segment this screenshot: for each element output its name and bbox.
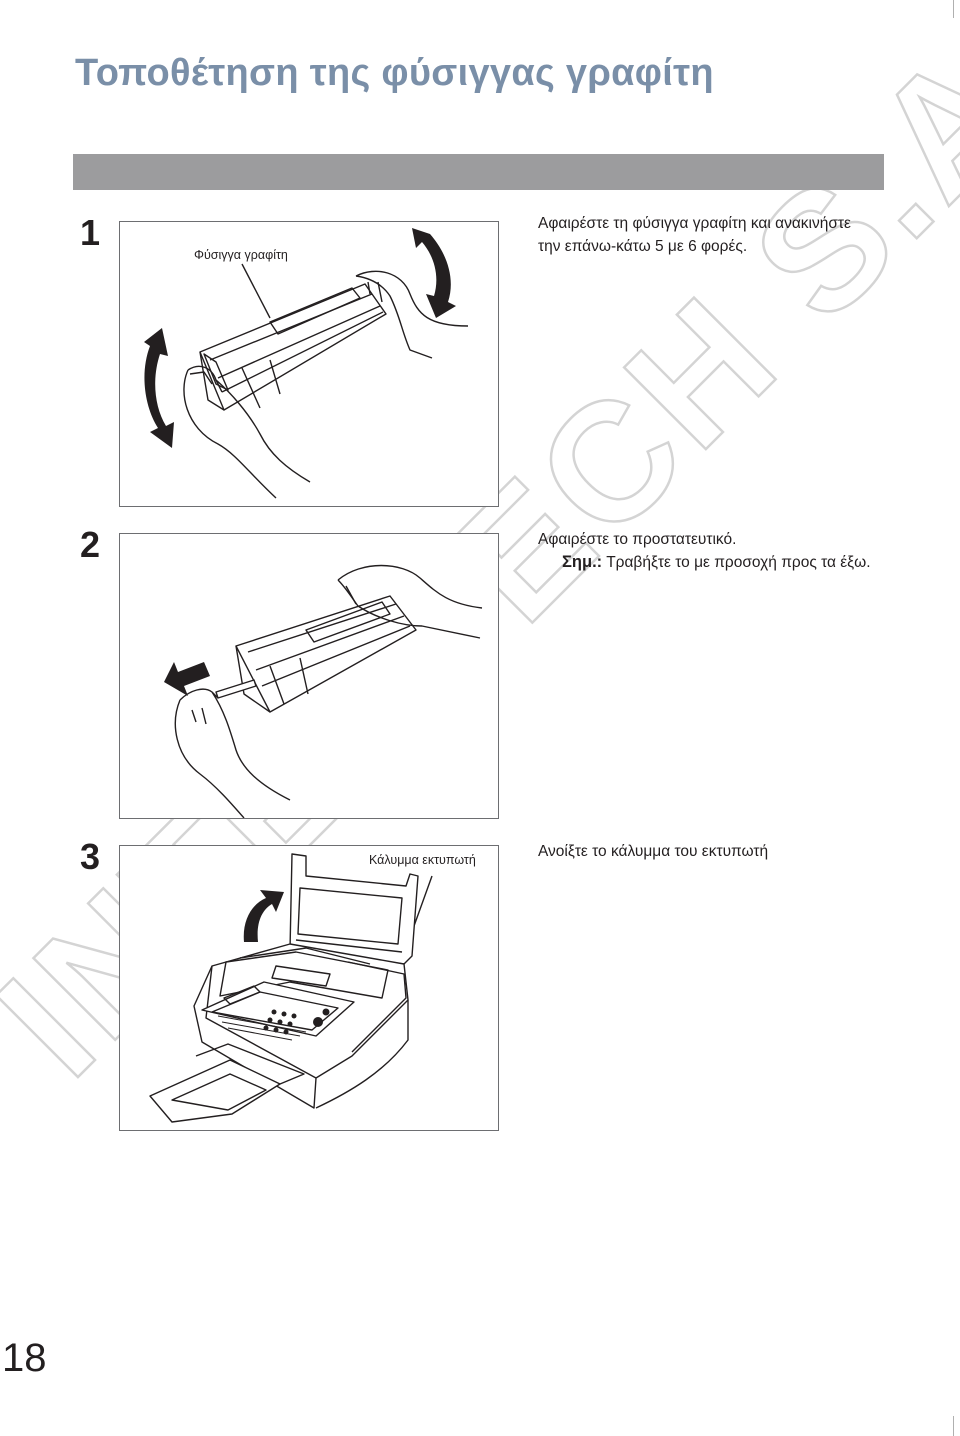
step-1-figure-label: Φύσιγγα γραφίτη (194, 248, 288, 262)
step-2-number: 2 (80, 524, 101, 565)
step-3-instructions: Ανοίξτε το κάλυμμα του εκτυπωτή (538, 840, 938, 863)
step-3-figure-label: Κάλυμμα εκτυπωτή (369, 853, 476, 867)
step-2-note: Σημ.: Τραβήξτε το με προσοχή προς τα έξω… (538, 551, 938, 574)
note-text: Τραβήξτε το με προσοχή προς τα έξω. (606, 554, 871, 571)
remove-protector-drawing (164, 564, 483, 818)
step-1-line-2: την επάνω-κάτω 5 με 6 φορές. (538, 238, 748, 255)
step-1-line-1: Αφαιρέστε τη φύσιγγα γραφίτη και ανακινή… (538, 215, 851, 232)
step-3-number: 3 (80, 836, 101, 877)
toner-shake-drawing (144, 228, 469, 499)
step-2-instructions: Αφαιρέστε το προστατευτικό. Σημ.: Τραβήξ… (538, 528, 938, 574)
note-label: Σημ.: (562, 553, 603, 571)
step-3-line-1: Ανοίξτε το κάλυμμα του εκτυπωτή (538, 843, 769, 860)
step-2-illustration (119, 533, 499, 819)
open-printer-cover-drawing (149, 853, 433, 1123)
step-3-illustration: Κάλυμμα εκτυπωτή (119, 845, 499, 1131)
crop-mark-top (953, 0, 954, 18)
page-number: 18 (2, 1336, 47, 1380)
page-title: Τοποθέτηση της φύσιγγας γραφίτη (75, 52, 714, 94)
crop-mark-bottom (953, 1416, 954, 1436)
step-1-illustration: Φύσιγγα γραφίτη (119, 221, 499, 507)
header-bar (73, 154, 884, 190)
step-1-instructions: Αφαιρέστε τη φύσιγγα γραφίτη και ανακινή… (538, 212, 938, 258)
step-2-line-1: Αφαιρέστε το προστατευτικό. (538, 531, 737, 548)
step-1-number: 1 (80, 212, 101, 253)
